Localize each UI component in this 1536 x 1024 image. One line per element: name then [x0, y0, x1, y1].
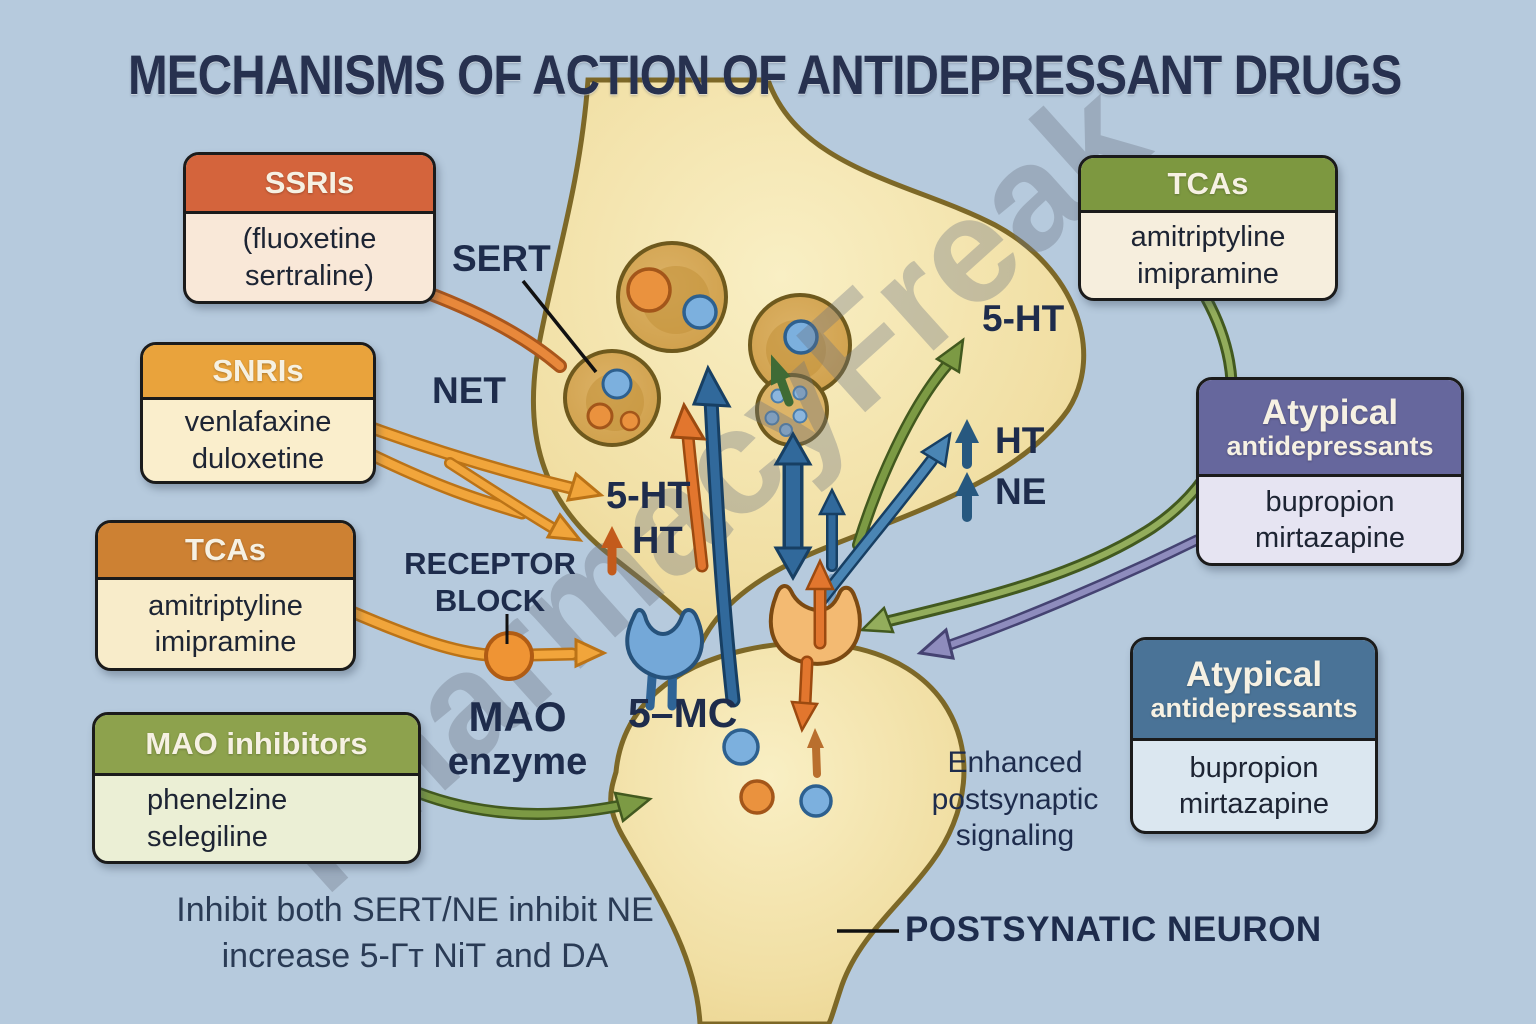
ssri-box-body: (fluoxetine sertraline) [242, 223, 377, 292]
five-ht-left-label: 5-HT [606, 475, 691, 517]
tca-left-box-header: TCAs [98, 523, 353, 580]
snri-box-title: SNRIs [212, 353, 304, 388]
ssri-box: SSRIs (fluoxetine sertraline) [183, 152, 436, 304]
serotonin-increase-arrow [852, 337, 965, 551]
orange-neurotransmitter-dot [626, 267, 672, 313]
atypical-arrow [916, 534, 1203, 660]
tca-left-box: TCAs amitriptyline imipramine [95, 520, 356, 671]
atypical-blue-box-body: bupropion mirtazapine [1179, 751, 1329, 820]
ssri-box-title: SSRIs [264, 165, 355, 200]
sert-label: SERT [452, 238, 551, 279]
vesicle-2 [563, 349, 661, 447]
postsynaptic-neuron [608, 640, 967, 1024]
sert-pointer-line [521, 279, 598, 374]
ht-right-label: HT [995, 420, 1045, 461]
tca-right-box: TCAs amitriptyline imipramine [1078, 155, 1338, 301]
ht-left-label: HT [632, 520, 683, 562]
blue-neurotransmitter-dot [601, 368, 633, 400]
receptor-block-ball [484, 631, 534, 681]
atypical-blue-box-header: Atypical antidepressants [1133, 640, 1375, 741]
snri-box-body: venlafaxine duloxetine [184, 406, 332, 475]
page-title: MECHANISMS OF ACTION OF ANTIDEPRESSANT D… [128, 43, 1402, 106]
snri-box: SNRIs venlafaxine duloxetine [140, 342, 376, 484]
ne-right-up-arrow [955, 472, 979, 522]
snri-box-header: SNRIs [143, 345, 373, 400]
five-ht-right-label: 5-HT [982, 298, 1065, 339]
vesicle-releasing [755, 373, 829, 447]
mao-box-header: MAO inhibitors [95, 715, 418, 776]
ne-right-label: NE [995, 471, 1047, 512]
atypical-purple-box-body: bupropion mirtazapine [1255, 485, 1405, 554]
tca-right-box-header: TCAs [1081, 158, 1335, 213]
blue-neurotransmitter-dot [783, 319, 819, 355]
five-mc-label: 5–MC [628, 690, 738, 736]
atypical-blue-box: Atypical antidepressants bupropion mirta… [1130, 637, 1378, 834]
ht-left-up-arrow [601, 526, 623, 576]
mao-enzyme-label: MAO enzyme [447, 693, 588, 784]
tca-receptor-block-arrow [345, 605, 608, 681]
postsynaptic-dots [722, 728, 833, 818]
serotonin-release-arrow-blue [691, 364, 741, 708]
mao-box: MAO inhibitors phenelzine selegiline [92, 712, 421, 864]
mao-box-body: phenelzine selegiline [147, 784, 288, 853]
tca-right-box-title: TCAs [1167, 166, 1249, 201]
tca-right-box-body: amitriptyline imipramine [1130, 221, 1286, 290]
atypical-purple-box: Atypical antidepressants bupropion mirta… [1196, 377, 1464, 566]
ssri-arrow [421, 286, 567, 373]
atypical-purple-box-title: Atypical [1261, 392, 1399, 432]
vesicle-release-green-arrow [771, 354, 794, 407]
snri-arrow-lower [365, 448, 529, 520]
net-arrow [444, 457, 584, 542]
tca-left-box-title: TCAs [185, 532, 266, 567]
mao-box-title: MAO inhibitors [145, 726, 368, 761]
orange-neurotransmitter-dot [619, 410, 641, 432]
ht-right-up-arrow [955, 419, 979, 469]
blue-receptor [625, 608, 704, 711]
tca-left-box-body: amitriptyline imipramine [148, 589, 303, 658]
mao-arrow [410, 786, 653, 824]
orange-neurotransmitter-dot [586, 402, 614, 430]
atypical-purple-box-header: Atypical antidepressants [1199, 380, 1461, 477]
snri-arrow-upper [365, 421, 605, 502]
receptor-signal-arrows [790, 558, 835, 778]
vesicle-1 [616, 241, 728, 353]
net-label: NET [432, 370, 506, 411]
vesicle-3 [748, 293, 852, 397]
receptor-block-label: RECEPTOR BLOCK [404, 546, 576, 619]
reuptake-double-arrow [773, 430, 813, 582]
release-arrow-orange [669, 401, 709, 573]
ssri-box-header: SSRIs [186, 155, 433, 214]
blue-neurotransmitter-dot [682, 294, 718, 330]
postsynaptic-neuron-label: POSTSYNATIC NEURON [905, 910, 1322, 949]
enhanced-signaling-label: Enhanced postsynaptic signaling [931, 746, 1099, 853]
atypical-blue-box-title: Atypical [1185, 654, 1323, 694]
bottom-caption: Inhibit both SERT/NE inhibit NE increase… [176, 891, 654, 975]
